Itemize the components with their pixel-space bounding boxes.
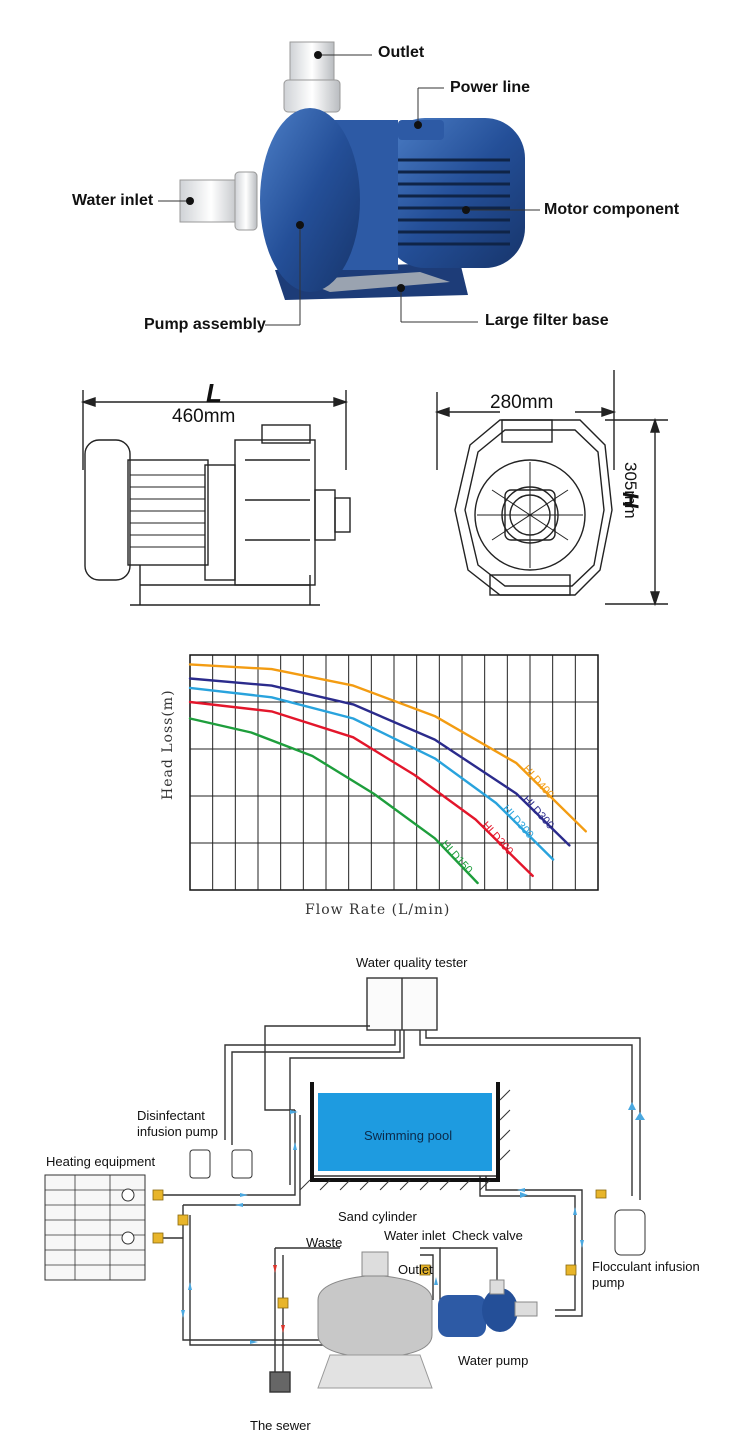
dimension-drawings — [80, 370, 668, 607]
chart-x-label: Flow Rate (L/min) — [305, 902, 451, 918]
water-pump-label: Water pump — [458, 1353, 529, 1368]
power-line-label: Power line — [450, 79, 531, 96]
series-line-2 — [188, 686, 555, 861]
water-quality-tester-label: Water quality tester — [356, 955, 468, 970]
disinfectant-label: Disinfectant — [137, 1108, 205, 1123]
flocculant-label-line1: Flocculant infusion — [592, 1259, 700, 1274]
chart-grid — [189, 654, 599, 891]
width-value: 280mm — [490, 392, 554, 413]
outlet-pipe-label: Outlet — [398, 1262, 433, 1277]
water-inlet-pipe-label: Water inlet — [384, 1228, 446, 1243]
flocculant-label-line2: pump — [592, 1275, 625, 1290]
series-line-1 — [188, 677, 571, 847]
pump-illustration — [158, 41, 540, 326]
waste-label: Waste — [306, 1235, 343, 1250]
series-line-4 — [188, 717, 479, 885]
outlet-label: Outlet — [378, 44, 425, 61]
sand-cylinder-label: Sand cylinder — [338, 1209, 417, 1224]
heating-equipment-label: Heating equipment — [46, 1154, 156, 1169]
swimming-pool-label: Swimming pool — [364, 1128, 453, 1143]
length-symbol: L — [206, 378, 222, 408]
motor-component-label: Motor component — [544, 201, 680, 218]
pump-assembly-label: Pump assembly — [144, 316, 266, 333]
length-value: 460mm — [172, 406, 236, 427]
chart-series — [188, 663, 587, 885]
series-line-3 — [188, 700, 534, 878]
infusion-pump-label: infusion pump — [137, 1124, 218, 1139]
the-sewer-label: The sewer — [250, 1418, 311, 1433]
check-valve-label: Check valve — [452, 1228, 523, 1243]
swimming-pool-water — [318, 1093, 492, 1171]
water-inlet-label: Water inlet — [72, 192, 154, 209]
series-line-0 — [188, 663, 587, 833]
large-filter-base-label: Large filter base — [485, 312, 609, 329]
